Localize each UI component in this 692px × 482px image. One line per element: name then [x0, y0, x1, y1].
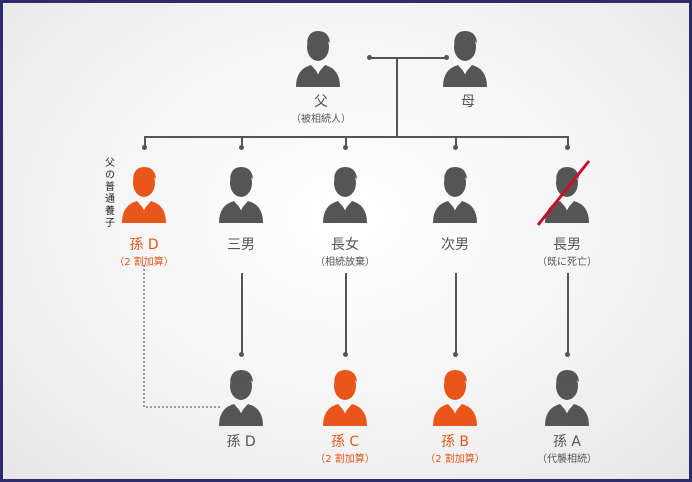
adoption-note: 父の普通養子	[105, 158, 115, 229]
dot	[367, 55, 372, 60]
grandchild-label: 孫 B	[440, 434, 470, 450]
child-note: （既に死亡）	[537, 257, 597, 268]
child-label: 三男	[227, 237, 255, 253]
grandchild-line	[241, 273, 243, 355]
dot	[453, 352, 458, 357]
grandchild-note: （2 割加算）	[425, 454, 485, 465]
dot	[343, 145, 348, 150]
grandchild-label: 孫 C	[330, 434, 360, 450]
dot	[565, 145, 570, 150]
grandchild-line	[345, 273, 347, 355]
child-drop-line	[567, 136, 569, 148]
dot	[565, 352, 570, 357]
grandchild-note: （2 割加算）	[315, 454, 375, 465]
child-drop-line	[455, 136, 457, 148]
grandchild-line	[567, 273, 569, 355]
dot	[343, 352, 348, 357]
child-drop-line	[144, 136, 146, 148]
child-label: 長女	[331, 237, 359, 253]
adoption-dotted-line	[143, 265, 221, 408]
child-label: 孫 D	[129, 237, 159, 253]
child-label: 次男	[441, 237, 469, 253]
dot	[453, 145, 458, 150]
dot	[239, 145, 244, 150]
grandchild-note: （代襲相続）	[537, 454, 597, 465]
marriage-line	[369, 57, 446, 59]
dot	[444, 55, 449, 60]
father-label: 父	[314, 94, 328, 110]
dot	[142, 145, 147, 150]
child-note: （2 割加算）	[114, 257, 174, 268]
mother-label: 母	[461, 94, 475, 110]
child-note: （相続放棄）	[315, 257, 375, 268]
grandchild-label: 孫 A	[552, 434, 582, 450]
children-bar	[144, 136, 568, 138]
father-note: （被相続人）	[291, 114, 351, 125]
child-label: 長男	[553, 237, 581, 253]
descent-line	[396, 57, 398, 137]
grandchild-label: 孫 D	[226, 434, 256, 450]
child-drop-line	[241, 136, 243, 148]
dot	[239, 352, 244, 357]
deceased-cross-mark	[536, 160, 591, 226]
connector-overlay	[143, 160, 591, 408]
grandchild-line	[455, 273, 457, 355]
child-drop-line	[345, 136, 347, 148]
